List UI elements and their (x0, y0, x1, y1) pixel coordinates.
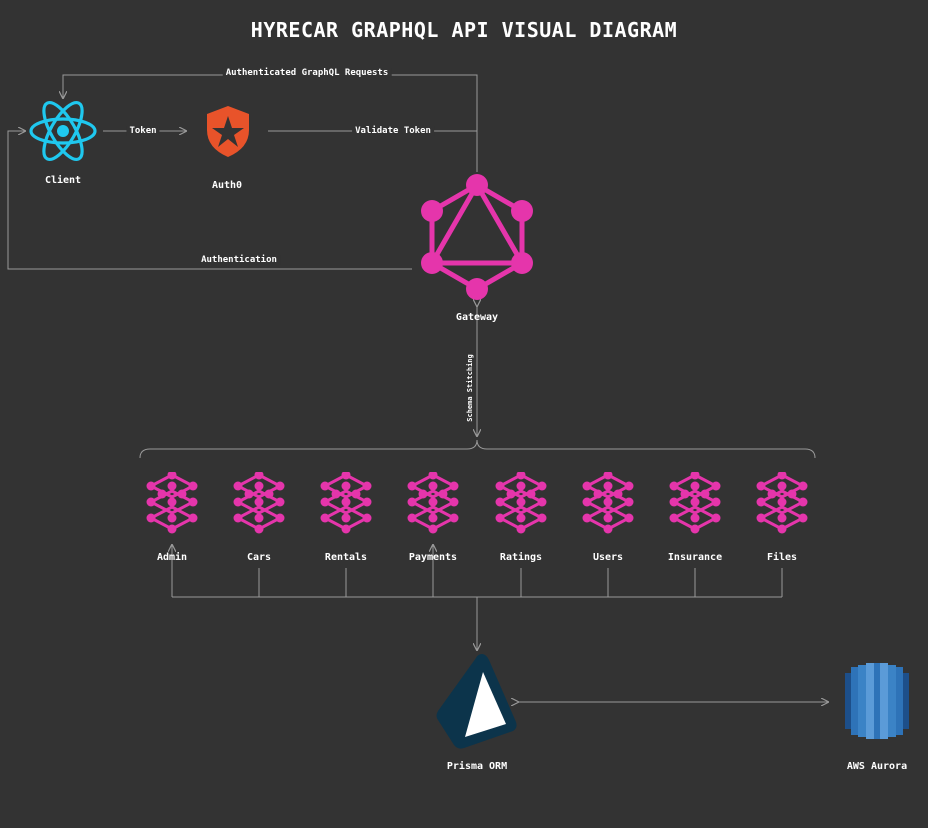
aws-aurora-label: AWS Aurora (846, 761, 908, 772)
authentication-label: Authentication (198, 255, 280, 265)
graphql-icon (421, 174, 533, 300)
prisma-icon (436, 654, 517, 749)
service-admin-label: Admin (156, 552, 188, 563)
schema-stitching-label: Schema Stitching (466, 352, 474, 424)
validate-token-label: Validate Token (352, 126, 434, 136)
react-icon (29, 101, 97, 161)
authenticated-requests-label: Authenticated GraphQL Requests (222, 68, 392, 78)
service-files-label: Files (766, 552, 798, 563)
diagram-title: HYRECAR GRAPHQL API VISUAL DIAGRAM (250, 18, 678, 42)
service-admin-icon (146, 472, 198, 534)
service-cars-label: Cars (246, 552, 272, 563)
service-cars-icon (233, 472, 285, 534)
gateway-label: Gateway (455, 312, 499, 323)
services-brace (139, 439, 816, 459)
service-payments-label: Payments (408, 552, 458, 563)
aws-aurora-icon (845, 663, 909, 739)
service-ratings-label: Ratings (499, 552, 543, 563)
service-insurance-icon (669, 472, 721, 534)
edge-authenticated-requests (63, 74, 478, 172)
service-ratings-icon (495, 472, 547, 534)
service-users-icon (582, 472, 634, 534)
token-label: Token (126, 126, 160, 136)
service-users-label: Users (592, 552, 624, 563)
client-label: Client (44, 175, 82, 186)
auth0-label: Auth0 (211, 180, 243, 191)
edge-authentication (7, 131, 412, 270)
service-payments-icon (407, 472, 459, 534)
service-rentals-label: Rentals (324, 552, 368, 563)
prisma-label: Prisma ORM (446, 761, 508, 772)
service-files-icon (756, 472, 808, 534)
auth0-icon (207, 106, 249, 157)
service-insurance-label: Insurance (667, 552, 723, 563)
service-rentals-icon (320, 472, 372, 534)
